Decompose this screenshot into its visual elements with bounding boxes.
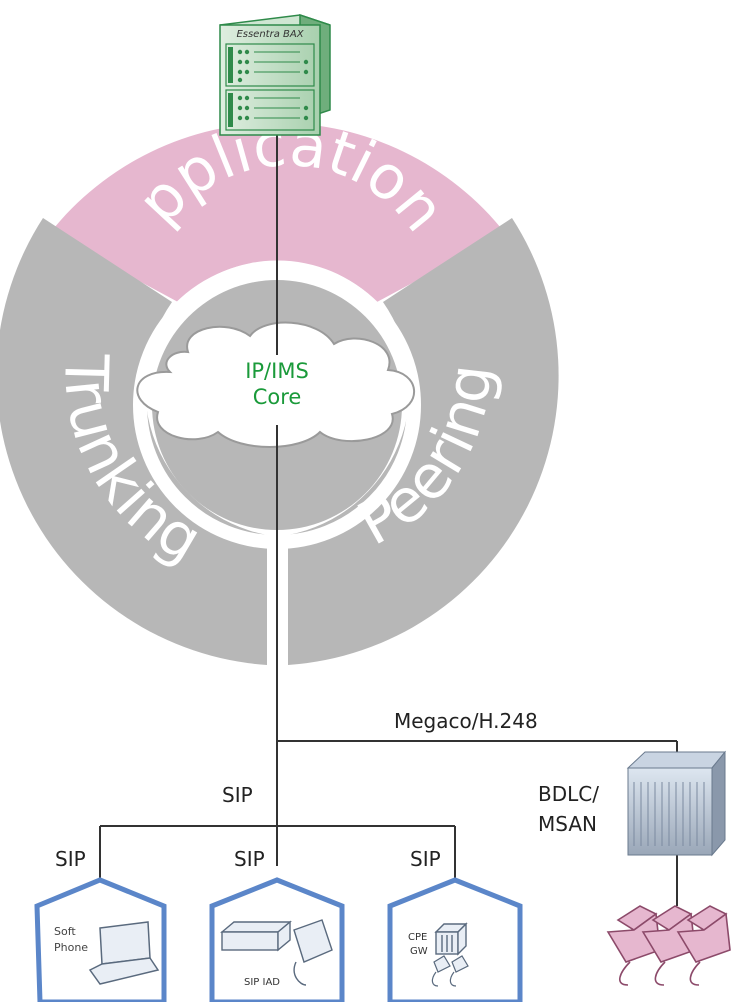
sip-mid-label: SIP: [234, 847, 265, 871]
cpe-gateway-icon: [434, 922, 468, 956]
sip-main-label: SIP: [222, 783, 253, 807]
sip-right-label: SIP: [410, 847, 441, 871]
sip-left-label: SIP: [55, 847, 86, 871]
trunking-segment: [0, 218, 267, 665]
softphone-label-line1: Soft: [54, 925, 76, 938]
cpe-label-line1: CPE: [408, 932, 427, 943]
server-icon: [219, 13, 331, 136]
laptop-icon: [88, 921, 160, 985]
desk-phone-icon: [293, 919, 333, 986]
core-label-line1: IP/IMS: [245, 359, 309, 383]
msan-label-line1: BDLC/: [538, 782, 599, 806]
server-label: Essentra BAX: [236, 29, 304, 40]
msan-label-line2: MSAN: [538, 812, 597, 836]
msan-cabinet-icon: [626, 750, 727, 857]
core-label-line2: Core: [253, 385, 302, 409]
softphone-label-line2: Phone: [54, 941, 88, 954]
megaco-label: Megaco/H.248: [394, 709, 538, 733]
ip-ims-core-cloud: [136, 321, 415, 448]
peering-segment: [288, 218, 559, 665]
cpe-label-line2: GW: [410, 946, 428, 957]
sip-iad-device-icon: [220, 920, 292, 952]
cpe-phones-icon: [431, 955, 469, 987]
sip-iad-label: SIP IAD: [244, 977, 280, 988]
telephones-icon: [606, 905, 731, 986]
